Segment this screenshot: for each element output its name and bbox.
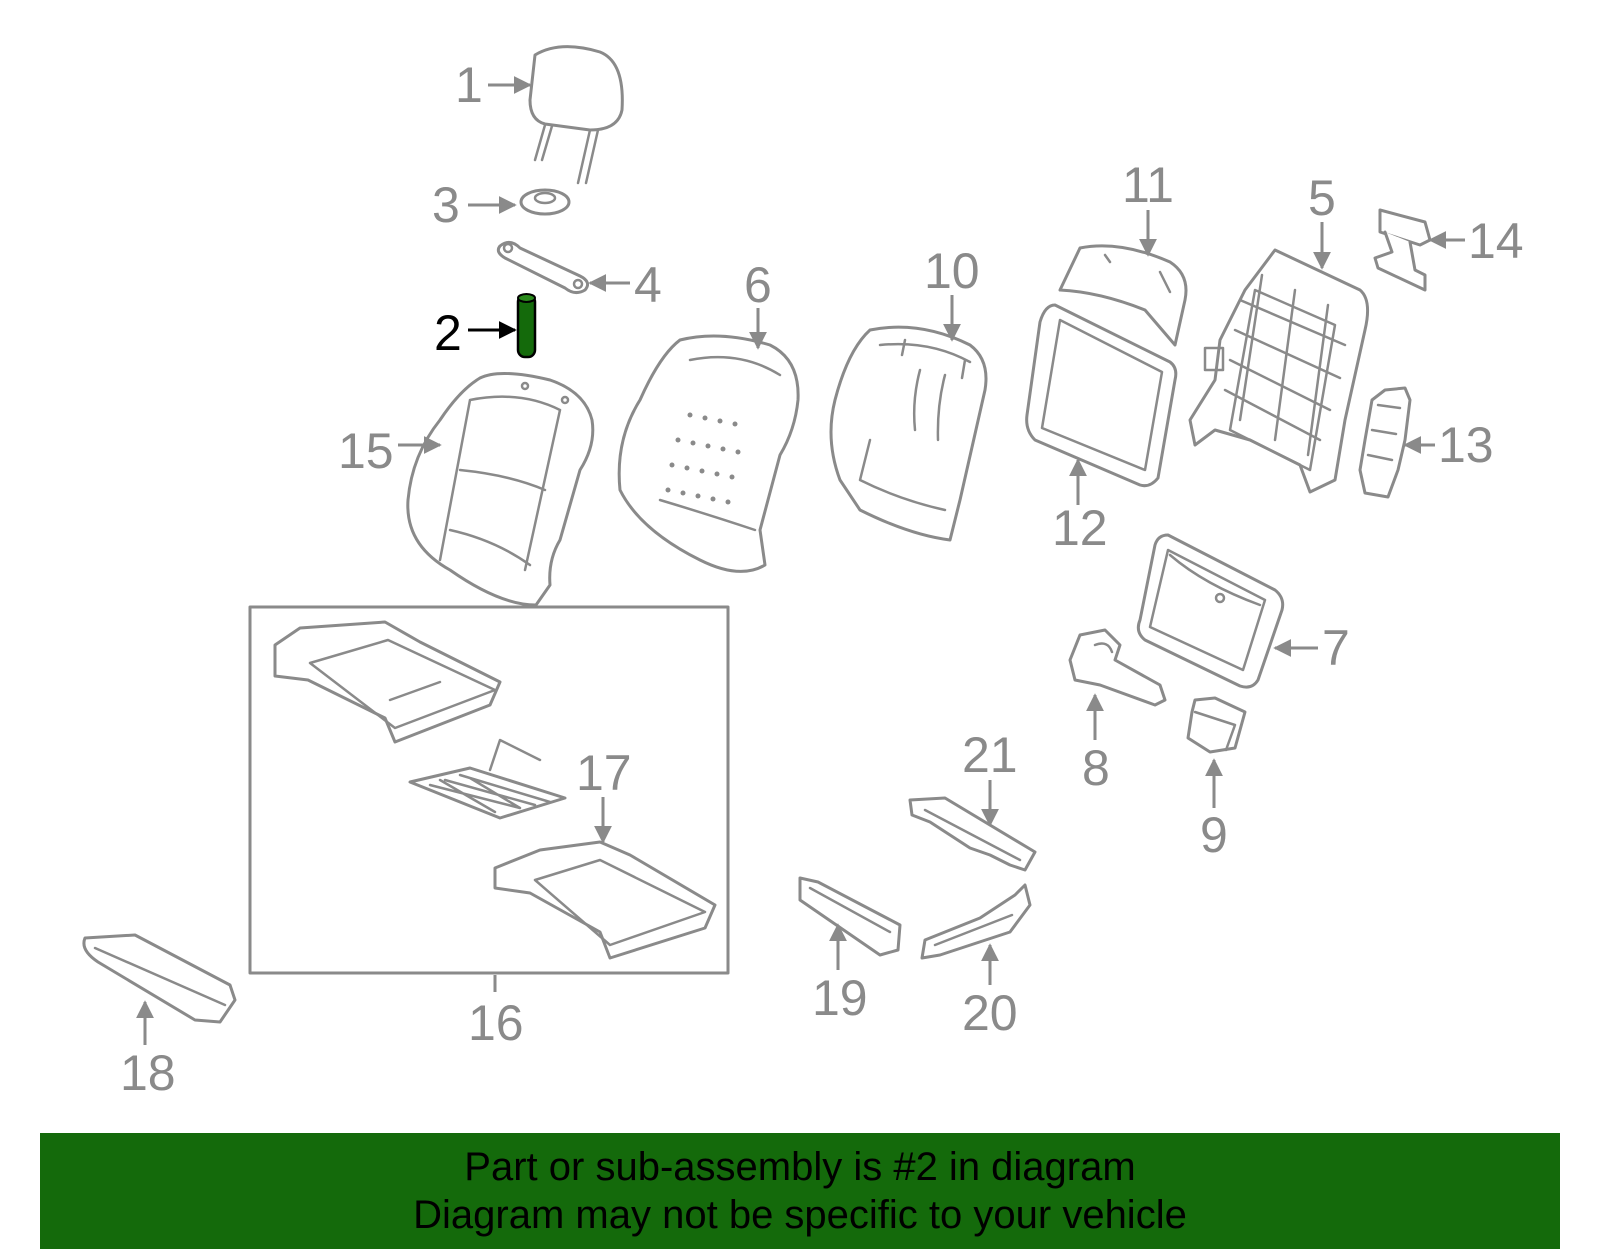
svg-text:16: 16 — [468, 995, 524, 1051]
callout-4: 4 — [588, 257, 662, 313]
svg-text:15: 15 — [338, 423, 394, 479]
svg-text:2: 2 — [434, 305, 462, 361]
callout-3: 3 — [432, 177, 517, 233]
callout-13: 13 — [1403, 417, 1494, 473]
block-part[interactable] — [1186, 696, 1247, 754]
headrest-guide-part[interactable] — [519, 188, 571, 216]
callout-11: 11 — [1122, 157, 1174, 257]
callout-19: 19 — [812, 923, 868, 1026]
callout-16: 16 — [468, 975, 524, 1051]
svg-text:6: 6 — [744, 257, 772, 313]
trim-panel-19-part[interactable] — [798, 876, 902, 957]
perforation-dots — [665, 412, 741, 505]
trim-panel-20-part[interactable] — [920, 883, 1032, 960]
lever-part[interactable] — [1068, 628, 1167, 707]
seatback-panel-part[interactable] — [1025, 303, 1178, 488]
svg-text:17: 17 — [576, 745, 632, 801]
svg-text:13: 13 — [1438, 417, 1494, 473]
callout-7: 7 — [1273, 620, 1350, 676]
svg-text:12: 12 — [1052, 500, 1108, 556]
bracket-part[interactable] — [496, 241, 590, 295]
svg-text:4: 4 — [634, 257, 662, 313]
seatback-cushion-part[interactable] — [617, 334, 800, 573]
upper-panel-part[interactable] — [1058, 244, 1188, 347]
callout-21: 21 — [962, 727, 1018, 827]
svg-text:9: 9 — [1200, 807, 1228, 863]
seat-heater-mat-part[interactable] — [408, 738, 567, 820]
small-bracket-part[interactable] — [1373, 208, 1432, 292]
svg-text:7: 7 — [1322, 620, 1350, 676]
svg-text:5: 5 — [1308, 170, 1336, 226]
banner-disclaimer: Diagram may not be specific to your vehi… — [413, 1193, 1187, 1237]
callout-5: 5 — [1308, 170, 1336, 270]
seat-cushion-pad-part[interactable] — [493, 840, 717, 960]
callout-17: 17 — [576, 745, 632, 844]
callout-6: 6 — [744, 257, 772, 350]
svg-text:20: 20 — [962, 985, 1018, 1041]
callout-10: 10 — [924, 243, 980, 342]
svg-text:19: 19 — [812, 970, 868, 1026]
svg-text:8: 8 — [1082, 740, 1110, 796]
seatback-frame-part[interactable] — [1188, 248, 1370, 494]
seatback-pad-part[interactable] — [829, 325, 988, 542]
seatback-cover-part[interactable] — [406, 371, 595, 607]
svg-text:11: 11 — [1122, 157, 1174, 213]
callout-18: 18 — [120, 1000, 176, 1101]
trim-panel-21-part[interactable] — [908, 796, 1037, 872]
svg-text:1: 1 — [455, 57, 483, 113]
svg-text:10: 10 — [924, 243, 980, 299]
guide-tube-part[interactable] — [516, 293, 537, 359]
callout-2: 2 — [434, 305, 517, 361]
headrest-part[interactable] — [528, 45, 624, 185]
callout-20: 20 — [962, 943, 1018, 1041]
callout-12: 12 — [1052, 458, 1108, 556]
callout-1: 1 — [455, 57, 532, 113]
seat-parts-diagram: 1 2 3 4 5 6 7 8 9 10 11 12 — [82, 45, 1524, 1101]
callout-9: 9 — [1200, 758, 1228, 863]
side-trim-part[interactable] — [82, 933, 237, 1024]
rear-panel-part[interactable] — [1136, 533, 1285, 689]
banner-part-note: Part or sub-assembly is #2 in diagram — [464, 1145, 1136, 1189]
seat-cushion-upper-part[interactable] — [273, 620, 502, 744]
info-banner: Part or sub-assembly is #2 in diagram Di… — [40, 1133, 1560, 1249]
callout-15: 15 — [338, 423, 442, 479]
svg-text:18: 18 — [120, 1045, 176, 1101]
svg-text:14: 14 — [1468, 213, 1524, 269]
callout-14: 14 — [1428, 213, 1524, 269]
svg-text:21: 21 — [962, 727, 1018, 783]
svg-text:3: 3 — [432, 177, 460, 233]
callout-8: 8 — [1082, 693, 1110, 796]
side-bracket-part[interactable] — [1358, 386, 1412, 499]
